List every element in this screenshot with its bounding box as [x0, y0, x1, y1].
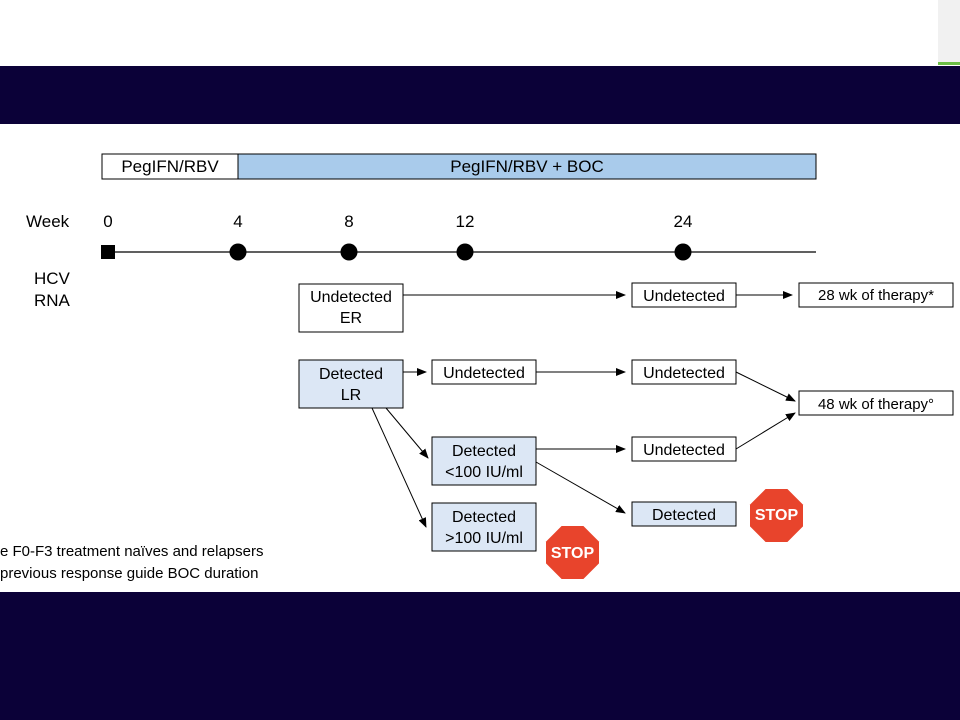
lt100-wk24-undetected-box: [631, 436, 737, 462]
lr-box-line1: Detected: [319, 366, 383, 383]
stop-sign-label: STOP: [755, 507, 799, 524]
week-axis-label: Week: [26, 212, 70, 231]
er-box-line2: ER: [340, 310, 362, 327]
header-bar: [0, 66, 960, 124]
week-tick-12: 12: [456, 212, 475, 231]
er-wk24-label: Undetected: [643, 288, 725, 305]
lt100-wk24-undetected-label: Undetected: [643, 442, 725, 459]
result-48-box: [798, 390, 954, 416]
combined-phase-label: PegIFN/RBV + BOC: [450, 157, 604, 176]
gt100-box-line2: >100 IU/ml: [445, 530, 523, 547]
footnote-line1: e F0-F3 treatment naïves and relapsers: [0, 543, 263, 560]
stop-sign-label: STOP: [551, 545, 595, 562]
arrow-wk24-to-48wk-lower: [735, 412, 796, 450]
week-tick-4: 4: [233, 212, 242, 231]
lt100-box-line2: <100 IU/ml: [445, 464, 523, 481]
er-wk24-box: [631, 282, 737, 308]
timeline-marker-week-4: [229, 243, 247, 261]
stop-sign-icon: [750, 489, 803, 542]
timeline-start-marker: [101, 245, 115, 259]
arrow-lr-to-gt100: [371, 407, 427, 528]
lr-wk12-undetected-box: [431, 359, 537, 385]
arrow-wk24-to-48wk-upper: [735, 371, 796, 402]
week-tick-0: 0: [103, 212, 112, 231]
result-48-label: 48 wk of therapy°: [818, 396, 934, 413]
week-tick-8: 8: [344, 212, 353, 231]
lt100-wk24-detected-box: [631, 501, 737, 527]
timeline-marker-week-8: [340, 243, 358, 261]
lr-wk24-undetected-box: [631, 359, 737, 385]
stop-sign-icon: [546, 526, 599, 579]
corner-accent-line: [938, 62, 960, 65]
arrow-lt100-to-detected: [535, 461, 626, 514]
lt100-wk24-detected-label: Detected: [652, 507, 716, 524]
arrow-lr-to-lt100: [385, 407, 429, 459]
hcv-label-line1: HCV: [34, 269, 71, 288]
lt100-box: [431, 436, 537, 486]
lead-in-phase-label: PegIFN/RBV: [121, 157, 219, 176]
result-28-box: [798, 282, 954, 308]
corner-tab: [938, 0, 960, 62]
week-tick-24: 24: [674, 212, 693, 231]
er-box: [298, 283, 404, 333]
lr-wk12-undetected-label: Undetected: [443, 365, 525, 382]
lr-box: [298, 359, 404, 409]
gt100-box: [431, 502, 537, 552]
er-box-line1: Undetected: [310, 289, 392, 306]
lt100-box-line1: Detected: [452, 443, 516, 460]
gt100-box-line1: Detected: [452, 509, 516, 526]
hcv-label-line2: RNA: [34, 291, 71, 310]
timeline-marker-week-24: [674, 243, 692, 261]
top-band: [0, 0, 960, 66]
lr-wk24-undetected-label: Undetected: [643, 365, 725, 382]
footnote-line2: previous response guide BOC duration: [0, 565, 259, 582]
result-28-label: 28 wk of therapy*: [818, 287, 934, 304]
timeline-marker-week-12: [456, 243, 474, 261]
combined-phase-box: [237, 153, 817, 180]
footer-bar: [0, 592, 960, 720]
lr-box-line2: LR: [341, 387, 361, 404]
